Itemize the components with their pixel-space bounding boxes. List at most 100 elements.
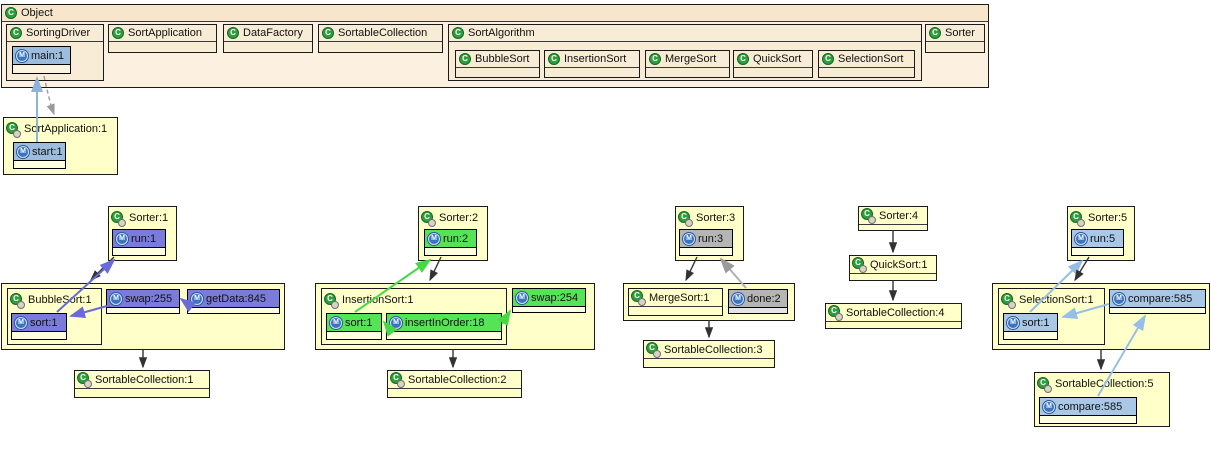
instance-label-selectionsort-1: SelectionSort:1 [1019, 294, 1094, 306]
instance-box-sorter-5[interactable]: C Sorter:5 M run:5 [1067, 206, 1135, 261]
class-box-quicksort[interactable]: C QuickSort [733, 50, 813, 78]
instance-icon: C [390, 372, 405, 388]
instance-label-quicksort-1: QuickSort:1 [870, 258, 928, 271]
method-icon: M [1043, 400, 1055, 413]
group-box-selectionsort-cluster[interactable]: C SelectionSort:1 M sort:1 M compare:585 [992, 283, 1210, 350]
instance-box-sorter-4[interactable]: C Sorter:4 [858, 206, 928, 231]
instance-box-sortablecollection-1[interactable]: C SortableCollection:1 [74, 370, 210, 398]
instance-icon: C [646, 342, 661, 358]
method-box-sort-1-bubble[interactable]: M sort:1 [11, 313, 67, 340]
class-header: C SortableCollection [319, 25, 442, 42]
method-box-swap-254[interactable]: M swap:254 [512, 288, 586, 313]
instance-box-sorter-2[interactable]: C Sorter:2 M run:2 [418, 206, 488, 261]
instance-box-sortablecollection-2[interactable]: C SortableCollection:2 [387, 370, 522, 398]
class-header: C DataFactory [224, 25, 312, 42]
instance-box-sorter-3[interactable]: C Sorter:3 M run:3 [675, 206, 744, 261]
method-box-swap-255[interactable]: M swap:255 [106, 289, 180, 314]
instance-box-mergesort-1[interactable]: C MergeSort:1 [628, 288, 723, 316]
method-label-run-3: run:3 [698, 232, 724, 245]
instance-icon: C [631, 290, 646, 306]
instance-header: C SortableCollection:1 [75, 371, 209, 389]
method-icon: M [17, 145, 29, 158]
method-icon: M [15, 316, 27, 329]
instance-header: C SortableCollection:5 [1035, 373, 1169, 393]
method-box-main[interactable]: M main:1 [12, 46, 71, 74]
class-box-sortapplication[interactable]: C SortApplication [108, 24, 217, 53]
instance-box-sortablecollection-5[interactable]: C SortableCollection:5 M compare:585 [1034, 372, 1170, 427]
class-header: C BubbleSort [456, 51, 539, 68]
instance-label-sortapplication-1: SortApplication:1 [24, 123, 108, 135]
instance-icon: C [1001, 292, 1016, 309]
instance-icon: C [678, 210, 693, 227]
instance-label-sorter-2: Sorter:2 [439, 212, 479, 224]
instance-box-sortablecollection-4[interactable]: C SortableCollection:4 [825, 303, 962, 329]
instance-box-bubblesort-1[interactable]: C BubbleSort:1 M sort:1 [7, 288, 102, 345]
class-box-selectionsort[interactable]: C SelectionSort [818, 50, 915, 78]
class-icon: C [5, 7, 17, 19]
instance-box-sortapplication-1[interactable]: C SortApplication:1 M start:1 [3, 117, 118, 175]
group-box-insertionsort-cluster[interactable]: C InsertionSort:1 M sort:1 M insertInOrd… [315, 283, 595, 350]
method-box-insertinorder-18[interactable]: M insertInOrder:18 [386, 313, 502, 340]
class-icon: C [112, 27, 124, 39]
instance-box-quicksort-1[interactable]: C QuickSort:1 [849, 255, 937, 281]
instance-box-insertionsort-1[interactable]: C InsertionSort:1 M sort:1 M insertInOrd… [321, 288, 507, 345]
class-box-object[interactable]: C Object C SortingDriver M main:1 C Sort… [1, 4, 989, 88]
method-box-sort-1-selection[interactable]: M sort:1 [1003, 313, 1058, 340]
class-box-insertionsort[interactable]: C InsertionSort [544, 50, 640, 78]
method-box-done-2[interactable]: M done:2 [728, 289, 788, 314]
class-label-object: Object [21, 7, 53, 19]
instance-header: C BubbleSort:1 [8, 289, 101, 309]
method-box-getdata-845[interactable]: M getData:845 [187, 289, 280, 314]
group-box-mergesort-cluster[interactable]: C MergeSort:1 M done:2 [623, 283, 795, 321]
instance-header: C Sorter:5 [1068, 207, 1134, 227]
instance-icon: C [1037, 376, 1052, 393]
class-header: C SortAlgorithm [449, 25, 921, 42]
instance-label-sorter-4: Sorter:4 [879, 209, 919, 222]
instance-label-insertionsort-1: InsertionSort:1 [342, 294, 414, 306]
class-box-sortingdriver[interactable]: C SortingDriver M main:1 [6, 24, 104, 81]
method-box-run-1[interactable]: M run:1 [112, 229, 166, 256]
method-box-sort-1-insertion[interactable]: M sort:1 [326, 313, 382, 340]
method-icon: M [1113, 292, 1125, 305]
method-label-compare-585-collection: compare:585 [1058, 400, 1123, 413]
class-label-datafactory: DataFactory [243, 27, 303, 39]
class-box-bubblesort[interactable]: C BubbleSort [455, 50, 540, 78]
instance-box-sortablecollection-3[interactable]: C SortableCollection:3 [643, 340, 775, 368]
class-icon: C [822, 53, 834, 65]
class-icon: C [227, 27, 239, 39]
class-label-selectionsort: SelectionSort [838, 53, 904, 65]
class-icon: C [548, 53, 560, 65]
group-box-bubblesort-cluster[interactable]: C BubbleSort:1 M sort:1 M swap:255 M get… [1, 283, 285, 350]
method-label-run-2: run:2 [443, 232, 469, 245]
class-box-sorter[interactable]: C Sorter [925, 24, 985, 53]
class-box-sortalgorithm[interactable]: C SortAlgorithm C BubbleSort C Insertion… [448, 24, 922, 81]
method-box-compare-585-collection[interactable]: M compare:585 [1039, 397, 1137, 424]
method-box-run-3[interactable]: M run:3 [679, 229, 733, 256]
instance-label-sortablecollection-1: SortableCollection:1 [95, 373, 194, 386]
method-box-run-5[interactable]: M run:5 [1071, 229, 1124, 256]
method-icon: M [1075, 232, 1087, 245]
class-box-sortablecollection[interactable]: C SortableCollection [318, 24, 443, 53]
instance-header: C InsertionSort:1 [322, 289, 506, 309]
class-header: C Sorter [926, 25, 984, 42]
method-box-compare-585[interactable]: M compare:585 [1109, 289, 1206, 314]
instance-icon: C [324, 292, 339, 309]
class-label-sortapplication: SortApplication [128, 27, 202, 39]
class-icon: C [452, 27, 464, 39]
class-box-mergesort[interactable]: C MergeSort [645, 50, 730, 78]
method-box-start-1[interactable]: M start:1 [13, 142, 66, 169]
class-box-datafactory[interactable]: C DataFactory [223, 24, 313, 53]
method-label-run-5: run:5 [1090, 232, 1116, 245]
instance-box-sorter-1[interactable]: C Sorter:1 M run:1 [108, 206, 177, 261]
instance-box-selectionsort-1[interactable]: C SelectionSort:1 M sort:1 [998, 288, 1105, 345]
method-icon: M [516, 291, 528, 304]
method-box-run-2[interactable]: M run:2 [424, 229, 477, 256]
instance-label-sortablecollection-4: SortableCollection:4 [846, 306, 945, 319]
class-icon: C [322, 27, 334, 39]
instance-icon: C [828, 305, 843, 321]
instance-header: C Sorter:1 [109, 207, 176, 227]
method-icon: M [390, 316, 402, 329]
instance-icon: C [861, 208, 876, 224]
instance-icon: C [1070, 210, 1085, 227]
instance-icon: C [6, 121, 21, 138]
